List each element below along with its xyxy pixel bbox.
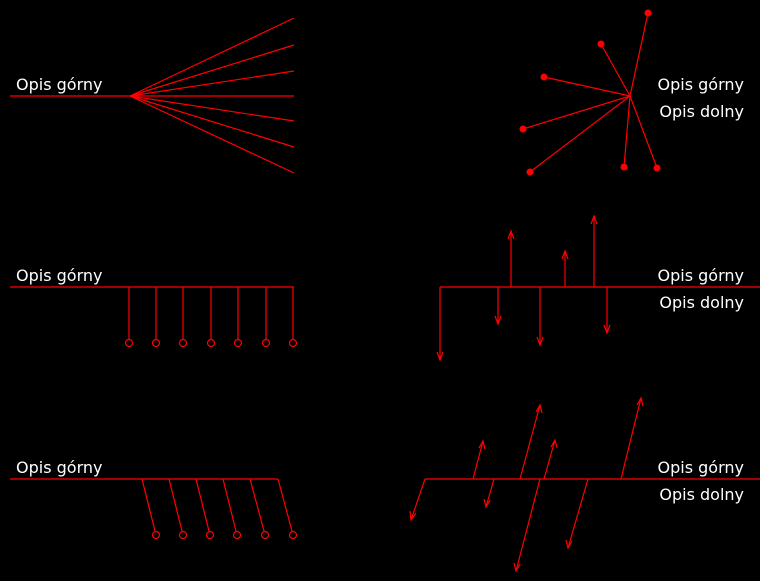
panel-star-leaders: Opis górny Opis dolny [519,9,744,176]
fan-line [129,17,295,97]
slanted-leader [195,478,215,540]
arrow-down-slanted [513,478,541,573]
label-upper: Opis górny [658,75,744,94]
label-lower: Opis dolny [659,485,744,504]
arrow-down-slanted [409,478,426,522]
arrow-up-slanted [519,403,543,480]
fan-line [129,95,295,148]
panel-fan-leaders: Opis górny [10,17,295,174]
dot-marker [620,163,628,171]
drop-leader [178,287,188,348]
slanted-leader [277,478,298,540]
arrow-down [603,287,611,335]
star-line [529,95,631,173]
arrow-up-slanted [620,396,644,480]
slanted-leader [222,478,242,540]
label-upper: Opis górny [16,266,102,285]
panel-slanted-arrow-leaders: Opis górny Opis dolny [409,396,760,573]
dot-marker [644,9,652,17]
label-lower: Opis dolny [659,293,744,312]
arrow-up [507,229,515,287]
arrow-down [436,287,444,362]
drop-leader [206,287,216,348]
arrow-up [590,214,598,287]
dot-marker [540,73,548,81]
dot-marker [597,40,605,48]
slanted-leader [141,478,161,540]
dot-marker [526,168,534,176]
dot-marker [653,164,661,172]
label-upper: Opis górny [16,458,102,477]
panel-vertical-arrow-leaders: Opis górny Opis dolny [436,214,760,362]
drop-leader [124,287,134,348]
drop-leader [233,287,243,348]
arrow-up-slanted [472,439,486,480]
slanted-leader [168,478,188,540]
label-upper: Opis górny [658,458,744,477]
star-line [600,43,631,97]
fan-line [129,95,295,122]
drop-leader [151,287,161,348]
label-upper: Opis górny [658,266,744,285]
fan-line [129,95,295,174]
arrow-down [494,287,502,326]
label-upper: Opis górny [16,75,102,94]
star-line [629,12,649,97]
arrow-down-slanted [483,478,495,509]
slanted-leader [249,478,270,540]
arrow-up [561,249,569,287]
drop-leader [288,287,298,348]
drop-leader [261,287,271,348]
star-line [543,76,631,97]
fan-line [129,70,295,97]
arrow-up-slanted [543,438,558,480]
star-line [623,95,631,168]
star-line [522,95,631,130]
arrow-down-slanted [565,478,589,550]
panel-vertical-circle-leaders: Opis górny [10,266,298,348]
arrow-down [536,287,544,347]
dot-marker [519,125,527,133]
label-lower: Opis dolny [659,102,744,121]
star-line [629,95,658,169]
fan-line [129,44,295,97]
panel-slanted-circle-leaders: Opis górny [10,458,298,540]
